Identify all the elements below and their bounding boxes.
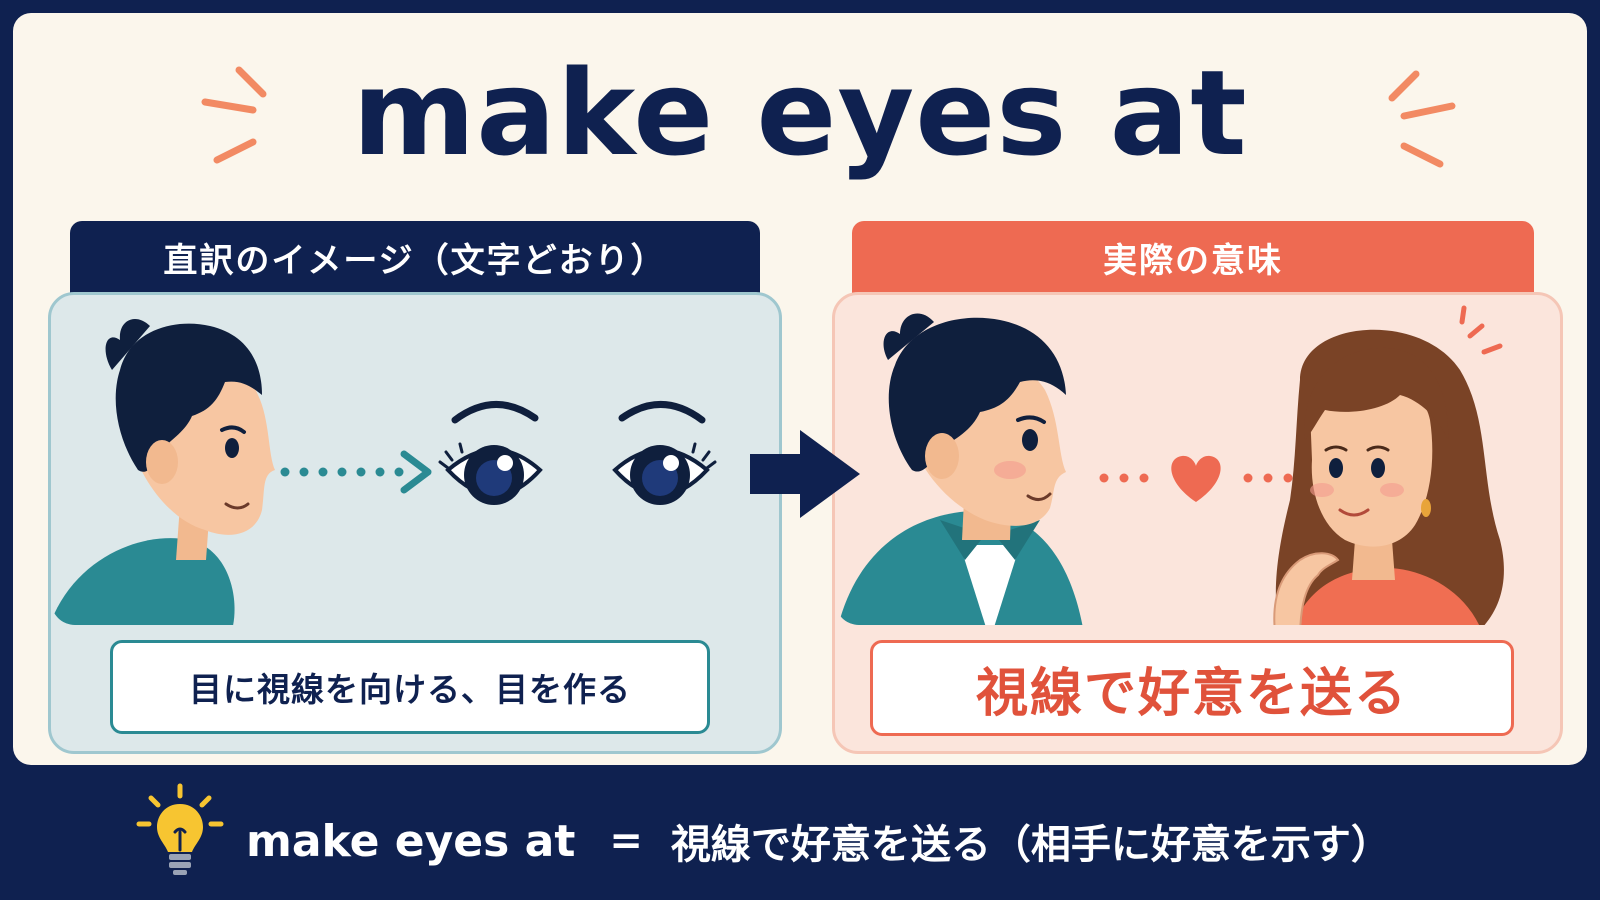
lightbulb-icon (136, 783, 224, 875)
illustrations (51, 305, 1504, 625)
heart-icon (1099, 455, 1293, 502)
summary-meaning: 視線で好意を送る（相手に好意を示す） (670, 822, 1391, 868)
literal-caption: 目に視線を向ける、目を作る (110, 640, 710, 734)
eye-icon (612, 401, 717, 505)
left-sparkle-icon (201, 66, 267, 164)
gaze-arrow-icon (280, 450, 432, 494)
boy-looking (835, 313, 1085, 625)
summary-equals: = (609, 818, 643, 864)
summary-term: make eyes at (246, 815, 576, 867)
girl-looking (1273, 329, 1504, 625)
arrow-right-icon (750, 430, 860, 518)
right-sparkle-icon (1388, 70, 1456, 168)
meaning-header: 実際の意味 (852, 221, 1534, 293)
page-title: make eyes at (352, 44, 1248, 182)
girl-sparkle-icon (1459, 305, 1503, 355)
boy-profile (51, 318, 275, 625)
literal-header: 直訳のイメージ（文字どおり） (70, 221, 760, 293)
summary-line: make eyes at = 視線で好意を送る（相手に好意を示す） (246, 806, 1391, 876)
meaning-caption: 視線で好意を送る (870, 640, 1514, 736)
eye-icon (438, 401, 543, 505)
